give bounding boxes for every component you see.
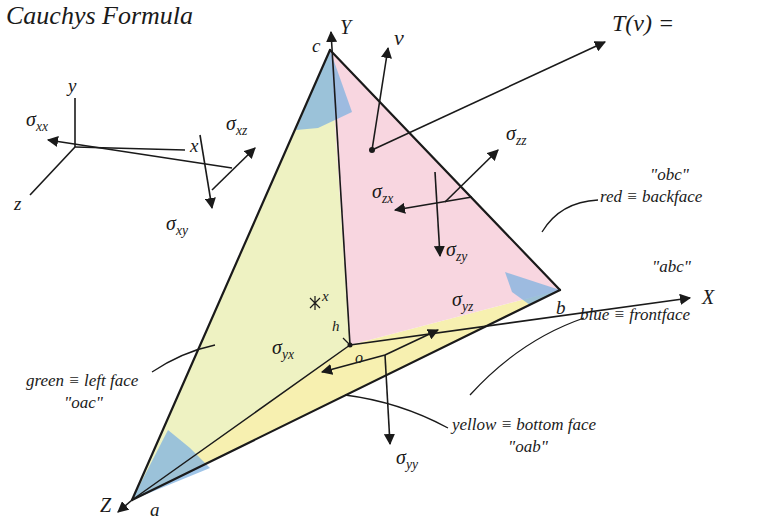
sigma-symbol: σ bbox=[166, 212, 176, 234]
stress-arrow bbox=[322, 355, 385, 372]
stress-arrow bbox=[385, 355, 390, 444]
origin-dot bbox=[348, 343, 353, 348]
triad-axis bbox=[30, 147, 75, 195]
triad-axis bbox=[74, 98, 76, 147]
face-name: "oab" bbox=[508, 438, 548, 457]
x-axis bbox=[350, 298, 690, 345]
axis-label: X bbox=[702, 286, 714, 308]
sigma-symbol: σ bbox=[452, 288, 462, 310]
face-name: "obc" bbox=[650, 166, 689, 185]
stress-label: σyy bbox=[396, 446, 418, 468]
stress-label: σxx bbox=[26, 108, 48, 130]
edge-line bbox=[330, 50, 560, 290]
subscript: xx bbox=[36, 119, 48, 134]
normal-label: ν bbox=[394, 26, 404, 50]
traction-arrow bbox=[372, 42, 605, 150]
leader-line bbox=[542, 200, 598, 232]
face-annotation: red ≡ backface bbox=[600, 188, 702, 207]
sigma-symbol: σ bbox=[26, 108, 36, 130]
height-label: h bbox=[332, 318, 340, 335]
y-axis bbox=[331, 32, 350, 345]
sigma-symbol: σ bbox=[396, 446, 406, 468]
sigma-symbol: σ bbox=[506, 122, 516, 144]
subscript: zz bbox=[516, 133, 527, 148]
stress-label: σxy bbox=[166, 212, 188, 234]
leader-line bbox=[470, 318, 584, 395]
axis-label: Y bbox=[340, 16, 351, 38]
sigma-symbol: σ bbox=[446, 238, 456, 260]
stress-arrow bbox=[395, 197, 472, 210]
subscript: xz bbox=[236, 123, 247, 138]
star-mark bbox=[310, 296, 320, 310]
vertex-label: o bbox=[355, 349, 363, 367]
stress-label: σzy bbox=[446, 238, 467, 260]
subscript: zx bbox=[382, 191, 393, 206]
subscript: zy bbox=[456, 249, 467, 264]
stress-arrow bbox=[212, 148, 255, 190]
face-annotation: green ≡ left face bbox=[26, 372, 138, 391]
leader-line bbox=[152, 345, 215, 372]
leader-line bbox=[345, 395, 448, 428]
stress-arrow bbox=[445, 150, 498, 202]
stress-arrow bbox=[435, 172, 440, 256]
title: Cauchys Formula bbox=[6, 2, 193, 31]
stress-label: σzx bbox=[372, 180, 393, 202]
edge-line bbox=[132, 345, 350, 500]
stress-arrow bbox=[200, 135, 212, 208]
triad-axis bbox=[75, 147, 185, 150]
axis-label: y bbox=[68, 76, 76, 97]
face-annotation: blue ≡ frontface bbox=[580, 306, 690, 325]
sigma-symbol: σ bbox=[226, 112, 236, 134]
bottom-face bbox=[132, 290, 560, 500]
subscript: yy bbox=[406, 457, 418, 472]
sigma-symbol: σ bbox=[372, 180, 382, 202]
stress-arrow bbox=[385, 330, 438, 355]
sigma-symbol: σ bbox=[272, 336, 282, 358]
subscript: xy bbox=[176, 223, 188, 238]
subscript: yz bbox=[462, 299, 473, 314]
stress-label: σxz bbox=[226, 112, 247, 134]
axis-label: x bbox=[190, 136, 198, 157]
edge-line bbox=[132, 50, 330, 500]
normal-arrow bbox=[372, 48, 388, 150]
front-face-tint bbox=[132, 430, 210, 500]
front-face-tint bbox=[505, 272, 560, 305]
axis-label: Z bbox=[100, 494, 111, 516]
edge-line bbox=[132, 290, 560, 500]
face-name: "abc" bbox=[652, 258, 691, 277]
traction-label: T(ν) = bbox=[612, 10, 674, 36]
stress-label: σyz bbox=[452, 288, 473, 310]
point-label: x bbox=[322, 288, 329, 305]
point-dot bbox=[369, 147, 375, 153]
back-face bbox=[330, 50, 560, 345]
vertex-label: b bbox=[556, 298, 566, 319]
vertex-label: a bbox=[150, 500, 160, 521]
subscript: yx bbox=[282, 347, 294, 362]
stress-label: σyx bbox=[272, 336, 294, 358]
face-annotation: yellow ≡ bottom face bbox=[452, 416, 596, 435]
axis-label: z bbox=[14, 194, 21, 215]
stress-label: σzz bbox=[506, 122, 526, 144]
vertex-label: c bbox=[312, 36, 320, 57]
face-name: "oac" bbox=[64, 394, 103, 413]
z-axis bbox=[118, 500, 132, 512]
